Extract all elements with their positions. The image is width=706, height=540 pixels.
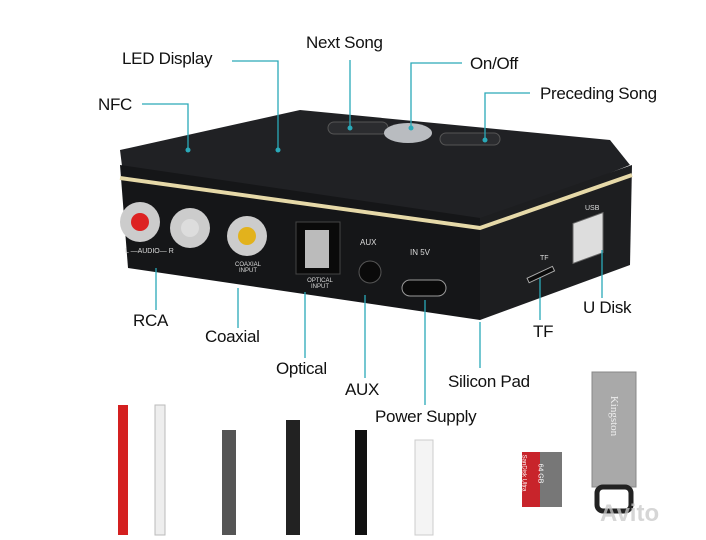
usb-c-port	[401, 279, 447, 297]
label-preceding-song: Preceding Song	[540, 84, 657, 103]
label-led-display: LED Display	[122, 49, 213, 68]
label-optical: Optical	[276, 359, 327, 378]
usb-flash-drive	[591, 371, 637, 488]
next-song-button	[327, 121, 389, 135]
power-button	[384, 123, 432, 143]
label-rca: RCA	[133, 311, 168, 330]
aux-jack	[358, 260, 382, 284]
label-aux: AUX	[345, 380, 380, 399]
callout-lines	[142, 60, 603, 405]
print-audio: L —AUDIO— R	[125, 248, 174, 255]
label-silicon-pad: Silicon Pad	[448, 372, 530, 391]
sd-card-capacity: 64 GB	[536, 463, 544, 484]
device-side	[480, 165, 632, 320]
print-coaxial-input: COAXIAL INPUT	[234, 262, 261, 274]
label-tf: TF	[533, 322, 554, 341]
usb-brand: Kingston	[608, 395, 621, 437]
prev-song-button	[439, 132, 501, 146]
gold-trim	[119, 173, 633, 231]
label-u-disk: U Disk	[583, 298, 632, 317]
cables	[118, 404, 434, 536]
avito-watermark: Avito	[600, 500, 660, 527]
print-usb: USB	[585, 205, 600, 212]
sd-card-brand: SanDisk Ultra	[520, 454, 527, 492]
tf-slot	[526, 265, 556, 284]
print-in-5v: IN 5V	[410, 248, 431, 257]
print-optical-input: OPTICAL INPUT	[307, 278, 333, 290]
print-aux: AUX	[360, 238, 377, 247]
label-next-song: Next Song	[306, 33, 383, 52]
label-power-supply: Power Supply	[375, 407, 477, 426]
label-coaxial: Coaxial	[205, 327, 260, 346]
print-tf: TF	[540, 255, 549, 262]
label-nfc: NFC	[98, 95, 133, 114]
usb-a-port	[572, 211, 604, 265]
label-on-off: On/Off	[470, 54, 518, 73]
